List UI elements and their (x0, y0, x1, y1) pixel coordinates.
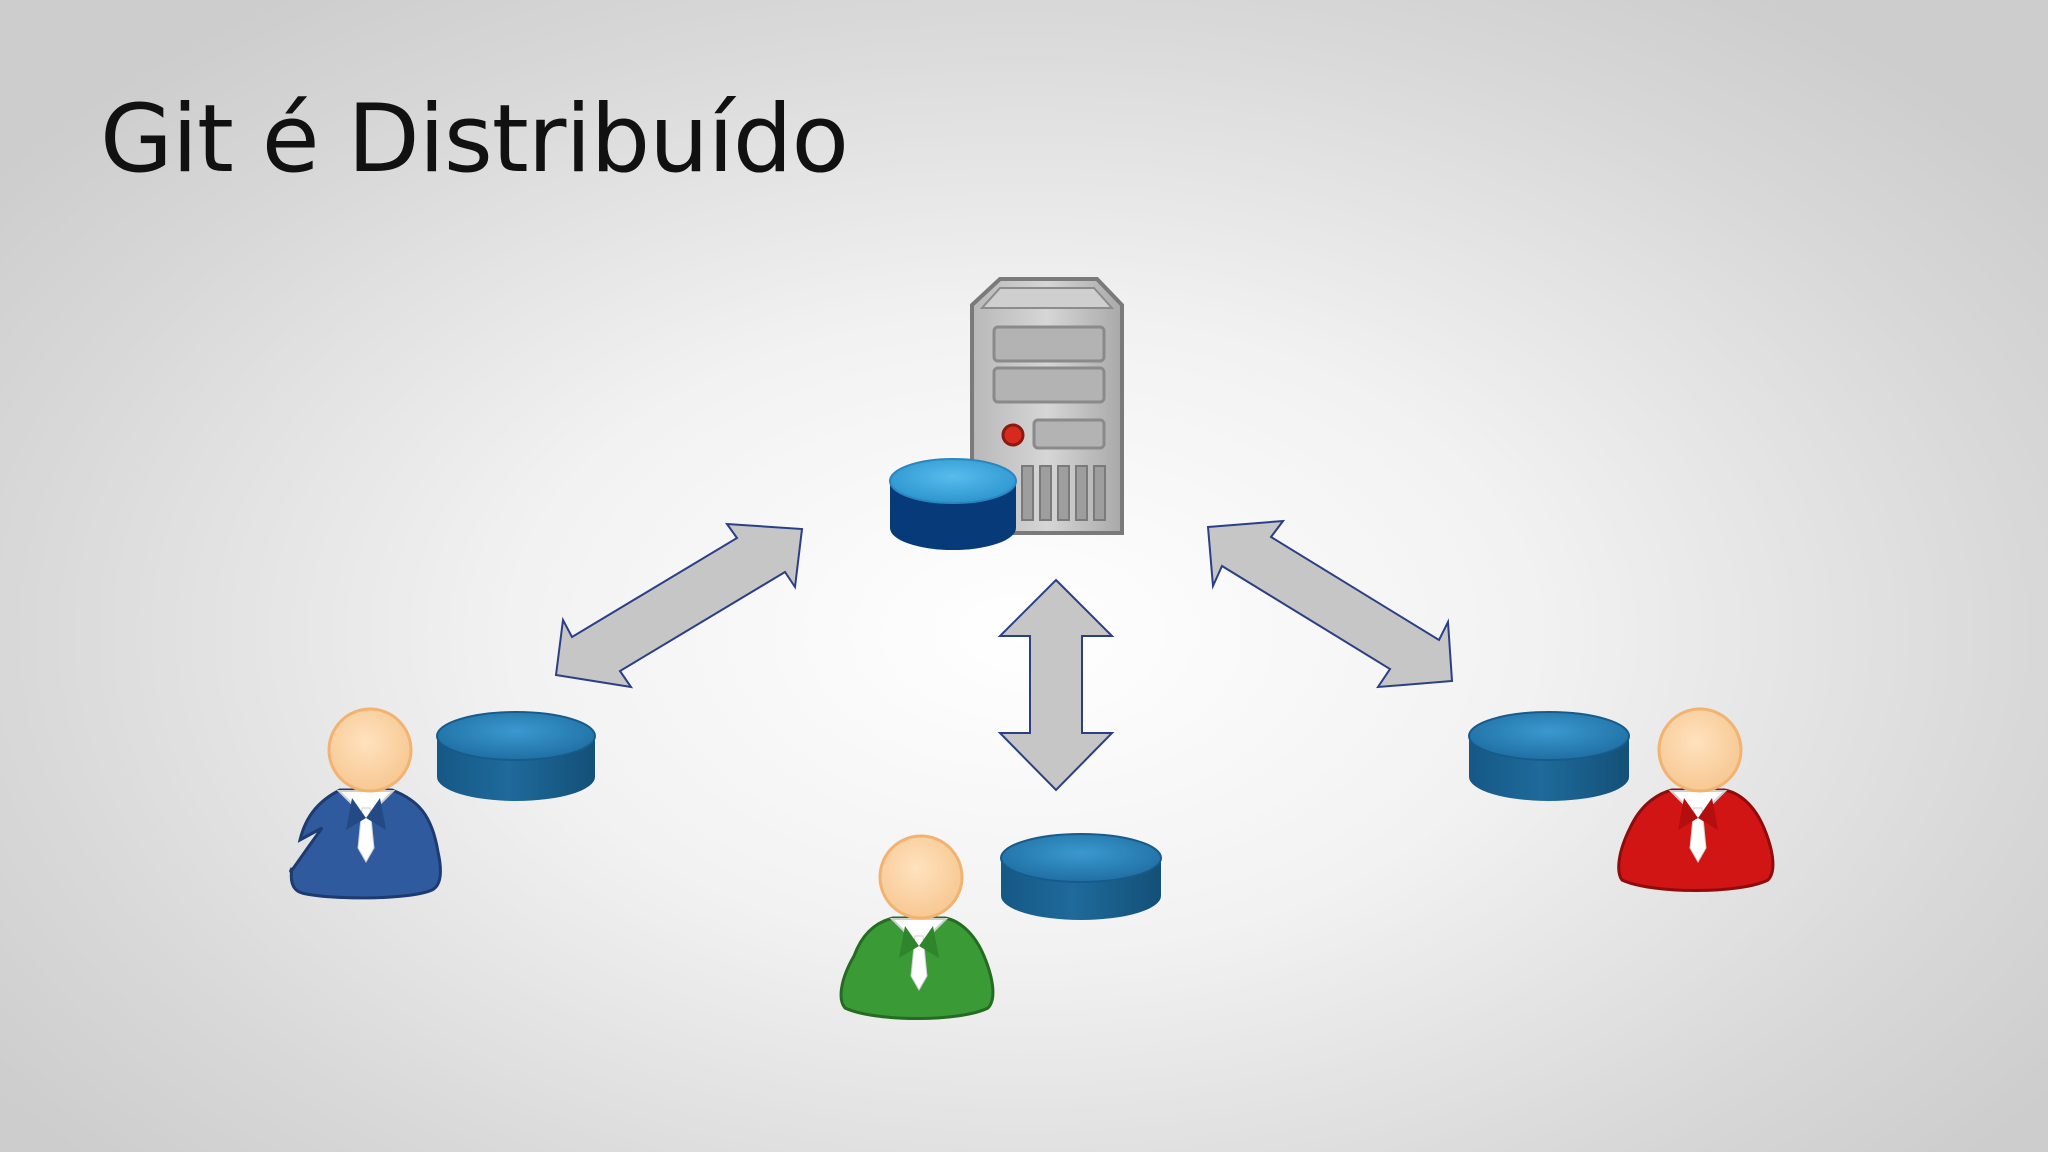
user-green-repository-icon (1000, 833, 1162, 920)
user-red-repository-icon (1468, 711, 1630, 801)
server-tower-icon (970, 277, 1124, 535)
user-red-icon (1617, 707, 1775, 892)
user-blue-repository-icon (436, 711, 596, 801)
user-blue-icon (289, 707, 442, 900)
slide-title: Git é Distribuído (100, 85, 849, 194)
arrow-center-bidirectional (997, 578, 1115, 792)
arrow-left-bidirectional (554, 522, 804, 689)
server-repository-icon (889, 458, 1017, 550)
user-green-icon (839, 834, 995, 1020)
arrow-right-bidirectional (1206, 519, 1454, 689)
